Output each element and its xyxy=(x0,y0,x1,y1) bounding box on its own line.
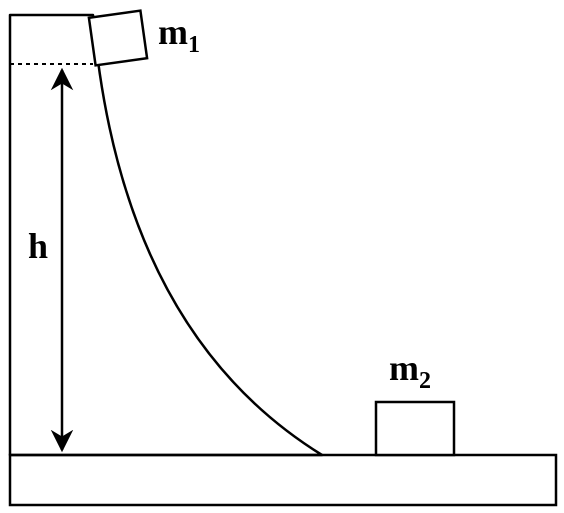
ground-base xyxy=(8,453,558,507)
mass1-subscript: 1 xyxy=(188,32,200,58)
block-m1 xyxy=(87,9,149,67)
block-m2 xyxy=(374,400,456,457)
height-label: h xyxy=(28,226,48,266)
ramp-body xyxy=(8,13,324,457)
mass1-label: m1 xyxy=(158,12,200,58)
mass2-subscript: 2 xyxy=(419,368,431,394)
mass2-label: m2 xyxy=(389,348,431,394)
